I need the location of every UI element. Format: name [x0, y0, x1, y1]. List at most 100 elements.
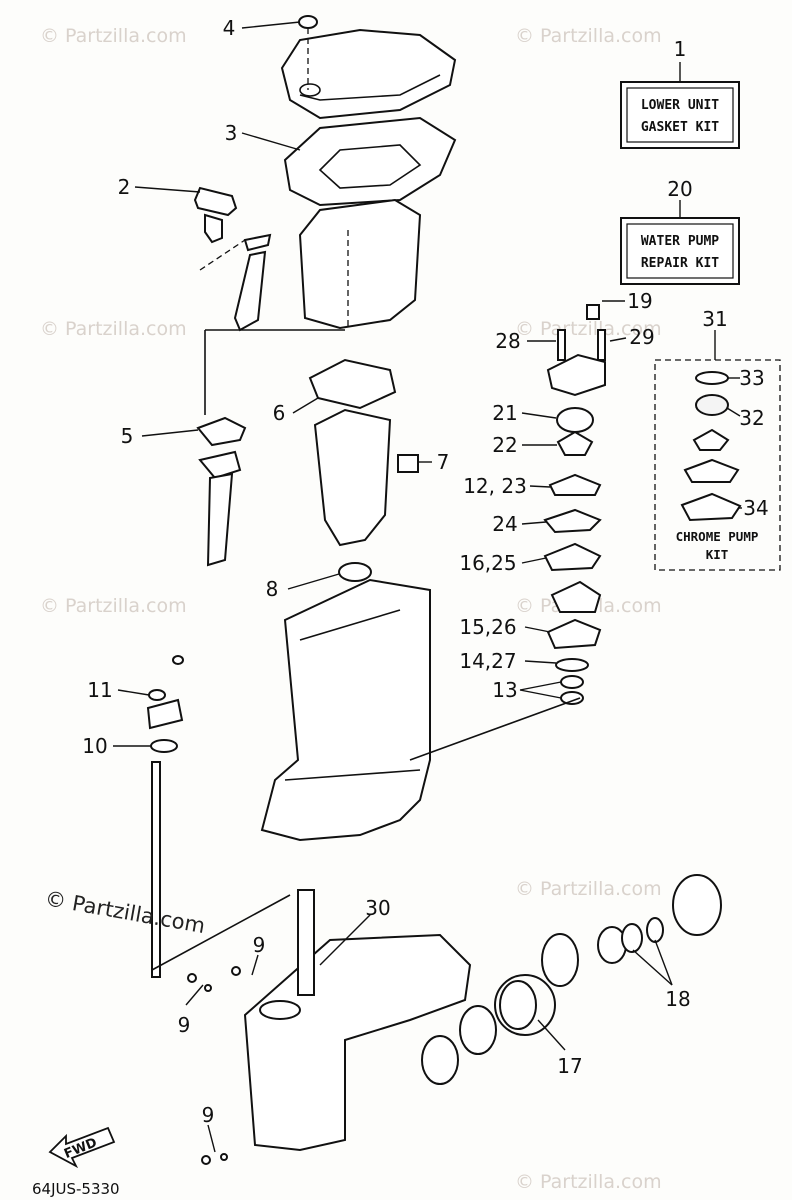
chrome-pump-kit-label-line1: CHROME PUMP — [676, 529, 759, 544]
gasket-part — [548, 473, 602, 496]
callout-33: 33 — [739, 366, 764, 390]
washer-part — [621, 923, 643, 953]
callout-20: 20 — [667, 177, 692, 201]
kit-label-line1: LOWER UNIT — [641, 98, 719, 113]
shift-rod-holder-part — [146, 698, 184, 730]
grommet-part — [586, 304, 600, 320]
leader-lines — [113, 21, 742, 1153]
leader-line — [319, 914, 371, 966]
bolt-part — [557, 329, 566, 361]
shift-rod-part — [151, 761, 161, 978]
elbow-flange-part — [198, 450, 242, 480]
callout-21: 21 — [492, 401, 517, 425]
callout-numbers: 1 20 31 4 3 2 5 6 7 8 11 10 19 28 29 21 … — [82, 16, 768, 1127]
callout-15-26: 15,26 — [459, 615, 516, 639]
callout-9: 9 — [202, 1103, 215, 1127]
leader-line — [251, 954, 259, 976]
leader-line — [241, 132, 301, 151]
gasket-inner — [318, 144, 422, 189]
oil-seal-part — [560, 675, 584, 689]
leader-line — [632, 949, 673, 986]
kit-label-inner — [626, 223, 734, 279]
callout-1: 1 — [674, 37, 687, 61]
callout-17: 17 — [557, 1054, 582, 1078]
callout-22: 22 — [492, 433, 517, 457]
callout-8: 8 — [266, 577, 279, 601]
callout-9: 9 — [253, 933, 266, 957]
leader-line — [409, 697, 581, 761]
callout-28: 28 — [495, 329, 520, 353]
watermark-text: © Partzilla.com — [515, 878, 662, 900]
leader-dash — [199, 239, 246, 271]
kit-washer-part — [695, 371, 729, 385]
elbow-gasket-part — [196, 416, 247, 447]
leader-line — [185, 984, 204, 1006]
watermark-text: © Partzilla.com — [40, 25, 187, 47]
callout-34: 34 — [743, 496, 768, 520]
kit-impeller-part — [692, 428, 730, 451]
leader-line — [134, 186, 201, 193]
bolt-part — [201, 1155, 211, 1165]
watermark-text-dark: © Partzilla.com — [43, 886, 207, 938]
leader-line — [537, 1019, 566, 1051]
leader-line — [292, 397, 319, 414]
upper-casing-part — [260, 578, 431, 842]
washer-part — [298, 15, 318, 29]
bearing-part — [459, 1005, 497, 1055]
outer-plate-part — [543, 508, 602, 534]
diagram-code: 64JUS-5330 — [32, 1180, 120, 1198]
seal-part — [259, 1000, 301, 1020]
o-ring-part — [494, 974, 556, 1036]
rubber-block-part — [397, 454, 419, 473]
lower-unit-gasket-kit: LOWER UNIT GASKET KIT — [620, 81, 740, 149]
callout-6: 6 — [273, 401, 286, 425]
chrome-pump-kit-label-line2: KIT — [706, 547, 729, 562]
watermark-text: © Partzilla.com — [515, 1171, 662, 1193]
watermark-text: © Partzilla.com — [515, 318, 662, 340]
leader-line — [524, 660, 557, 664]
housing-part — [298, 198, 422, 330]
callout-5: 5 — [121, 424, 134, 448]
cover-hole — [299, 83, 321, 97]
callout-4: 4 — [223, 16, 236, 40]
leader-line — [287, 573, 340, 590]
callout-13: 13 — [492, 678, 517, 702]
water-pump-repair-kit: WATER PUMP REPAIR KIT — [620, 217, 740, 285]
bolt-part — [187, 973, 197, 983]
leader-line — [151, 894, 291, 971]
casing-detail — [284, 769, 421, 781]
forward-arrow: FWD — [48, 1126, 116, 1169]
leader-line — [141, 429, 199, 437]
leader-line — [529, 485, 551, 488]
plate-part — [543, 542, 602, 572]
watermark-text: © Partzilla.com — [515, 25, 662, 47]
leader-line — [241, 21, 301, 29]
pump-housing-part — [546, 353, 606, 397]
watermark-text: © Partzilla.com — [40, 595, 187, 617]
leader-line — [521, 412, 557, 419]
nut-part — [148, 689, 166, 701]
kit-label-line2: REPAIR KIT — [641, 256, 719, 271]
washer-part — [646, 917, 664, 943]
kit-plate-part — [680, 492, 742, 522]
callout-2: 2 — [118, 175, 131, 199]
bearing-part — [421, 1035, 459, 1085]
impeller-part — [556, 430, 594, 456]
leader-line — [654, 939, 673, 986]
seal-part — [338, 562, 372, 582]
callout-32: 32 — [739, 406, 764, 430]
plate-part — [193, 186, 238, 217]
leader-line — [609, 337, 627, 342]
drive-shaft-tube-part — [297, 889, 315, 996]
o-ring-part — [150, 739, 178, 753]
callout-11: 11 — [87, 678, 112, 702]
leader-line — [207, 1124, 216, 1153]
washer-part — [204, 984, 212, 992]
fwd-arrow-icon — [48, 1126, 116, 1169]
o-ring-part — [555, 658, 589, 672]
kit-label-box — [620, 217, 740, 285]
bearing-cap-part — [672, 874, 722, 936]
kit-cartridge-part — [695, 394, 729, 416]
callout-14-27: 14,27 — [459, 649, 516, 673]
